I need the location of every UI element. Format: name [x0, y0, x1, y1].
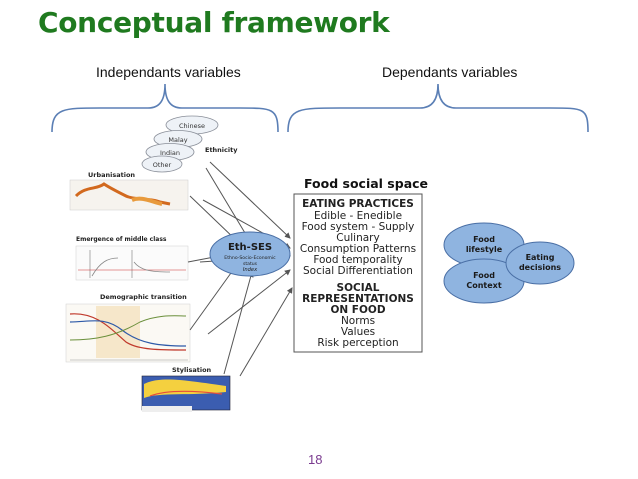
eating-practice-item: Consumption Patterns	[300, 243, 416, 255]
social-rep-item: Risk perception	[317, 337, 398, 349]
eating-practice-item: Food system - Supply	[302, 221, 415, 233]
eating-decisions-ellipse	[505, 241, 575, 285]
social-rep-item: Norms	[341, 315, 375, 327]
social-rep-item: Values	[341, 326, 375, 338]
eating-decisions-label-2: decisions	[519, 263, 561, 272]
eating-practice-item: Edible - Enedible	[314, 210, 402, 222]
stylisation-label: Stylisation	[172, 366, 212, 374]
food-social-space-box	[293, 193, 423, 353]
ethnicity-label: Ethnicity	[205, 146, 238, 154]
demographic-label: Demographic transition	[100, 293, 187, 301]
stylisation-panel: Stylisation	[141, 366, 231, 412]
social-rep-title-1: SOCIAL	[337, 282, 380, 294]
food-context-label-2: Context	[466, 281, 501, 290]
middle-class-panel: Emergence of middle class	[75, 236, 189, 281]
social-rep-title-2: REPRESENTATIONS	[302, 293, 414, 305]
dependent-variables-header: Dependants variables	[382, 64, 518, 80]
food-lifestyle-label-2: lifestyle	[466, 245, 503, 254]
page-number: 18	[308, 452, 323, 467]
eating-decisions-label-1: Eating	[526, 253, 555, 262]
ethnicity-malay-label: Malay	[168, 136, 187, 144]
eating-practice-item: Social Differentiation	[303, 265, 413, 277]
eating-practice-item: Food temporality	[313, 254, 402, 266]
independent-variables-header: Independants variables	[96, 64, 241, 80]
ethnicity-other-ellipse	[141, 155, 183, 173]
food-lifestyle-label-1: Food	[473, 235, 495, 244]
food-context-label-1: Food	[473, 271, 495, 280]
ethnicity-other-label: Other	[153, 161, 172, 169]
eth-ses-subtitle-1: Ethno-Socio-Economic	[224, 255, 276, 261]
eth-ses-subtitle-3: Index	[243, 267, 258, 273]
slide-title: Conceptual framework	[38, 6, 390, 39]
eth-ses-subtitle-2: status	[243, 261, 258, 267]
food-social-space-title: Food social space	[304, 176, 428, 191]
eating-practices-title: EATING PRACTICES	[302, 198, 414, 210]
food-social-space-panel: Food social space EATING PRACTICES Edibl…	[293, 176, 428, 353]
eth-ses-title: Eth-SES	[228, 242, 272, 253]
middle-class-label: Emergence of middle class	[76, 236, 167, 243]
urbanisation-label: Urbanisation	[88, 171, 135, 179]
dependent-bracket	[287, 83, 589, 133]
social-rep-title-3: ON FOOD	[330, 304, 385, 316]
ethnicity-chinese-label: Chinese	[179, 122, 205, 130]
ethnicity-indian-label: Indian	[160, 149, 180, 157]
ethnicity-cluster: Chinese Malay Indian Other Ethnicity	[141, 115, 238, 173]
outcomes-cluster: Food lifestyle Food Context Eating decis…	[443, 222, 575, 304]
urbanisation-panel: Urbanisation	[69, 171, 189, 211]
eth-ses-node: Eth-SES Ethno-Socio-Economic status Inde…	[209, 231, 291, 277]
eating-practice-item: Culinary	[336, 232, 379, 244]
demographic-transition-panel: Demographic transition	[65, 293, 191, 363]
independent-bracket	[51, 83, 279, 133]
